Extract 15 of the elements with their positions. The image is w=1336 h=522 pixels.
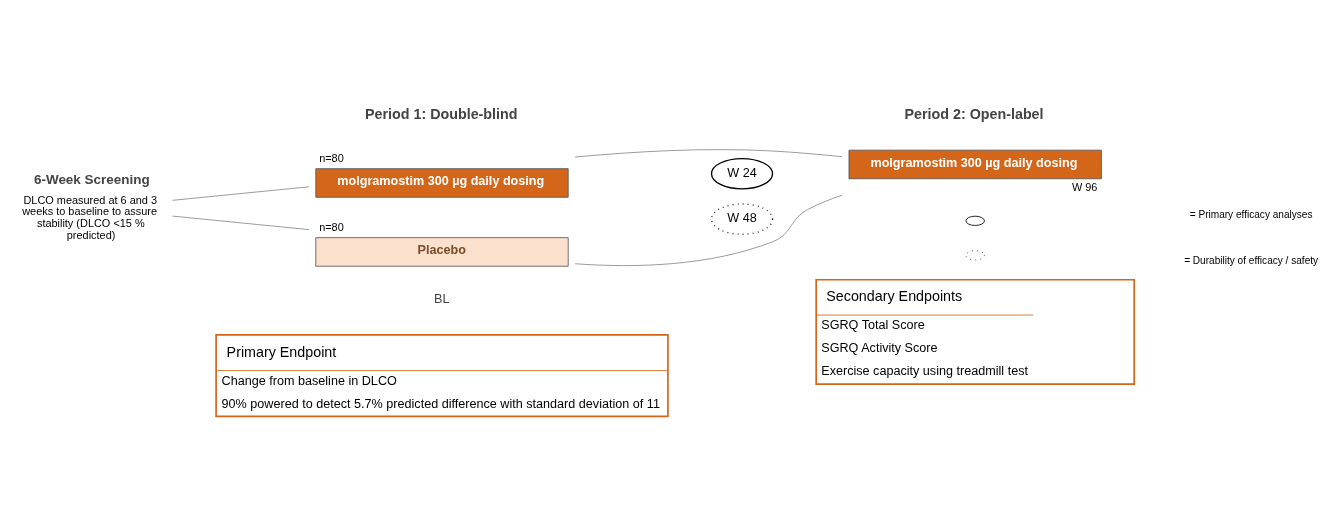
connector: [574, 194, 843, 267]
node-ellipse: W 48: [710, 203, 774, 235]
label: Period 2: Open-label: [904, 106, 1044, 123]
label: Period 1: Double-blind: [365, 106, 518, 123]
label: BL: [434, 291, 450, 306]
connector: [172, 186, 310, 201]
connector: [574, 149, 843, 158]
node-label: W 96: [1071, 180, 1098, 193]
node-text: 6-Week Screening DLCO measured at 6 and 3 weeks to baseline to assure stability (DLCO <15 % predicted): [22, 172, 158, 241]
node-label: n=80: [319, 152, 344, 165]
node-ellipse: W 24: [710, 157, 774, 190]
legend-label: = Durability of efficacy / safety: [1184, 254, 1319, 266]
node-label: n=80: [319, 221, 344, 234]
legend-label: = Primary efficacy analyses: [1189, 209, 1313, 221]
connector: [172, 215, 310, 230]
